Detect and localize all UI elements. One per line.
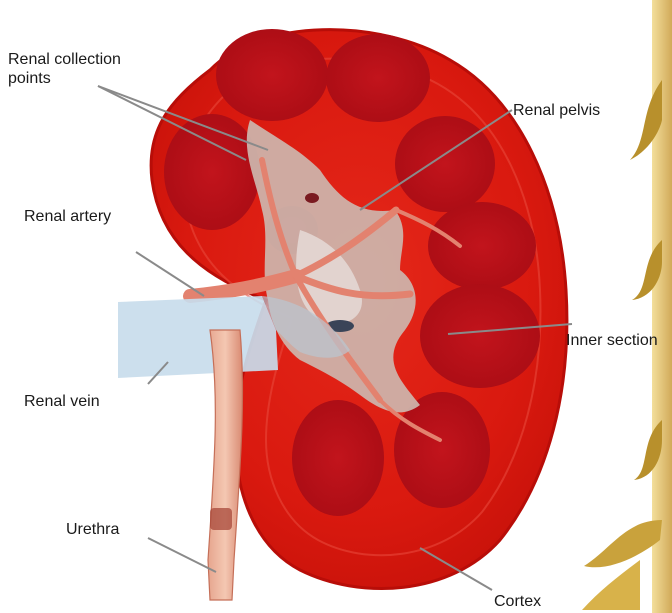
label-renal-vein: Renal vein (24, 392, 100, 411)
decorative-vine (582, 0, 672, 613)
label-renal-collection-points: Renal collection points (8, 50, 121, 88)
label-cortex: Cortex (494, 592, 541, 611)
label-renal-collection-points-line2: points (8, 69, 121, 88)
label-inner-section: Inner section (566, 331, 658, 350)
label-renal-collection-points-line1: Renal collection (8, 50, 121, 69)
label-urethra: Urethra (66, 520, 119, 539)
label-renal-pelvis: Renal pelvis (513, 101, 600, 120)
label-renal-artery: Renal artery (24, 207, 111, 226)
renal-vein (118, 296, 278, 378)
